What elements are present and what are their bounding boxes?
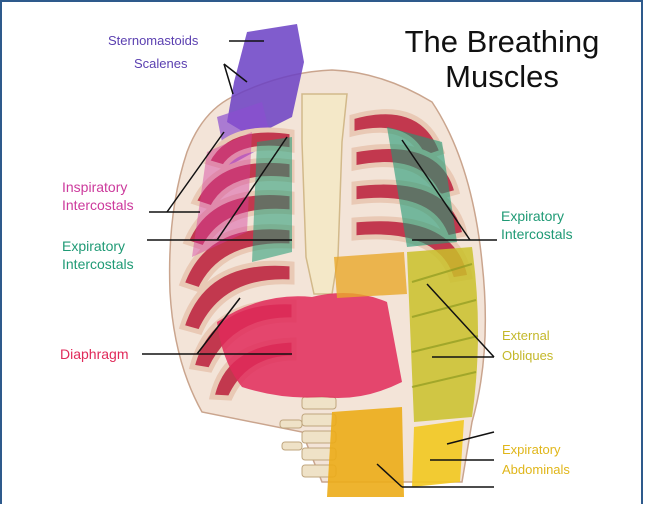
label-external-obliques: External Obliques bbox=[502, 326, 553, 366]
label-scalenes: Scalenes bbox=[134, 56, 187, 72]
label-abdominals-line-2: Abdominals bbox=[502, 460, 570, 480]
label-left-expiratory-intercostals: Expiratory Intercostals bbox=[62, 237, 134, 273]
expiratory-abdominals-muscle bbox=[327, 407, 404, 497]
title-line-2: Muscles bbox=[372, 59, 632, 94]
label-external-line-1: External bbox=[502, 326, 553, 346]
label-inspiratory-line-2: Intercostals bbox=[62, 196, 134, 214]
diaphragm-muscle bbox=[217, 293, 402, 398]
label-expiratory-abdominals: Expiratory Abdominals bbox=[502, 440, 570, 480]
label-left-expiratory-line-1: Expiratory bbox=[62, 237, 134, 255]
label-right-expiratory-line-1: Expiratory bbox=[501, 207, 573, 225]
label-left-expiratory-line-2: Intercostals bbox=[62, 255, 134, 273]
label-abdominals-line-1: Expiratory bbox=[502, 440, 570, 460]
label-diaphragm: Diaphragm bbox=[60, 346, 128, 362]
expiratory-abdominals-side bbox=[412, 420, 464, 487]
diagram-title: The Breathing Muscles bbox=[372, 24, 632, 94]
upper-abdominal-muscle bbox=[334, 252, 407, 298]
title-line-1: The Breathing bbox=[372, 24, 632, 59]
label-external-line-2: Obliques bbox=[502, 346, 553, 366]
label-right-expiratory-line-2: Intercostals bbox=[501, 225, 573, 243]
label-inspiratory-intercostals: Inspiratory Intercostals bbox=[62, 178, 134, 214]
label-right-expiratory-intercostals: Expiratory Intercostals bbox=[501, 207, 573, 243]
label-inspiratory-line-1: Inspiratory bbox=[62, 178, 134, 196]
label-sternomastoids: Sternomastoids bbox=[108, 33, 198, 49]
left-expiratory-intercostals-muscle bbox=[252, 137, 292, 262]
